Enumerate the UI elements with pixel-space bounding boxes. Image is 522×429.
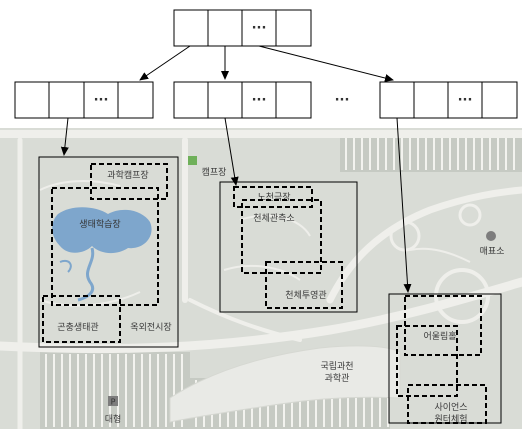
child-2-ellipsis: ··· — [252, 93, 267, 108]
child-node-3: ··· — [380, 82, 517, 118]
label-eoulim-hall: 어울림홀 — [423, 330, 456, 342]
arrow-root-to-child-1 — [140, 46, 190, 80]
map-background: P — [0, 128, 522, 429]
label-camp: 캠프장 — [202, 166, 227, 178]
parking-sign-text: P — [111, 398, 116, 407]
label-planetarium: 천체투영관 — [285, 290, 326, 301]
child-node-2: ··· — [174, 82, 311, 118]
arrow-root-to-child-3 — [259, 46, 393, 80]
root-node: ··· — [174, 10, 311, 46]
label-science-camp: 과학캠프장 — [107, 169, 148, 181]
child-1-ellipsis: ··· — [94, 93, 109, 108]
label-parking: 대형 — [105, 414, 122, 425]
camp-icon — [188, 156, 197, 165]
root-ellipsis: ··· — [252, 21, 267, 36]
label-ticket-office: 매표소 — [480, 246, 505, 257]
ticket-office-icon — [486, 231, 496, 241]
label-open-theater: 노천극장 — [257, 192, 290, 203]
between-nodes-ellipsis: ··· — [335, 93, 350, 108]
label-observatory: 천체관측소 — [253, 213, 294, 224]
child-node-1: ··· — [15, 82, 153, 118]
label-outdoor-exhibit: 옥외전시장 — [130, 321, 171, 333]
child-3-ellipsis: ··· — [458, 93, 473, 108]
label-insect-museum: 곤충생태관 — [57, 322, 98, 333]
label-eco-pond: 생태학습장 — [79, 219, 120, 230]
